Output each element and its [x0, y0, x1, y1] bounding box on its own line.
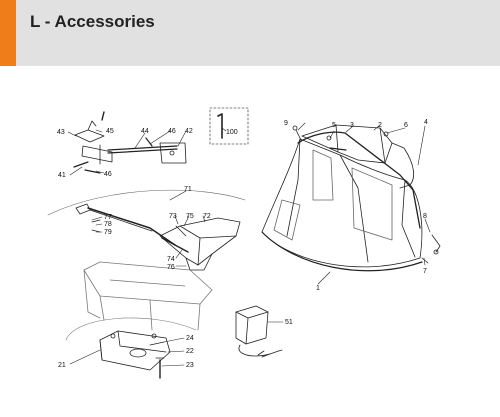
catcher-lid-frame: [292, 124, 441, 264]
callout-79: 79: [104, 229, 112, 236]
callout-45: 45: [106, 128, 114, 135]
tractor-deck-outline: [83, 261, 213, 331]
pin-inset-100: [209, 107, 249, 145]
callout-44: 44: [141, 128, 149, 135]
callout-23: 23: [186, 362, 194, 369]
callout-labels: 9 5 3 2 6 4 8 7 1 43 45 44 46 42 41 46 1…: [57, 119, 428, 369]
callout-78: 78: [104, 221, 112, 228]
page-header: L - Accessories: [0, 0, 500, 66]
callout-24: 24: [186, 335, 194, 342]
callout-46-bottom: 46: [104, 171, 112, 178]
callout-76: 76: [167, 264, 175, 271]
battery-charger: [235, 305, 283, 358]
callout-72: 72: [203, 213, 211, 220]
callout-8: 8: [423, 213, 427, 220]
callout-21: 21: [58, 362, 66, 369]
hitch-bracket-assembly: [73, 111, 187, 174]
callout-75: 75: [186, 213, 194, 220]
callout-74: 74: [167, 256, 175, 263]
callout-1: 1: [316, 285, 320, 292]
page-title: L - Accessories: [30, 12, 155, 31]
counterweight-assembly: [65, 317, 197, 379]
callout-77: 77: [104, 214, 112, 221]
callout-3: 3: [350, 122, 354, 129]
callout-9: 9: [284, 120, 288, 127]
callout-leader-lines: [67, 122, 431, 367]
grass-catcher-bag: [261, 131, 423, 272]
callout-22: 22: [186, 348, 194, 355]
header-accent-bar: [0, 0, 16, 66]
callout-42: 42: [185, 128, 193, 135]
exploded-parts-diagram: 9 5 3 2 6 4 8 7 1 43 45 44 46 42 41 46 1…: [47, 107, 441, 379]
callout-51: 51: [285, 319, 293, 326]
callout-71: 71: [184, 186, 192, 193]
callout-4: 4: [424, 119, 428, 126]
callout-7: 7: [423, 268, 427, 275]
callout-2: 2: [378, 122, 382, 129]
lever-and-deflector: [47, 189, 246, 271]
callout-6: 6: [404, 122, 408, 129]
callout-5: 5: [332, 122, 336, 129]
callout-100: 100: [226, 129, 238, 136]
callout-41: 41: [58, 172, 66, 179]
callout-43: 43: [57, 129, 65, 136]
callout-73: 73: [169, 213, 177, 220]
callout-46-top: 46: [168, 128, 176, 135]
